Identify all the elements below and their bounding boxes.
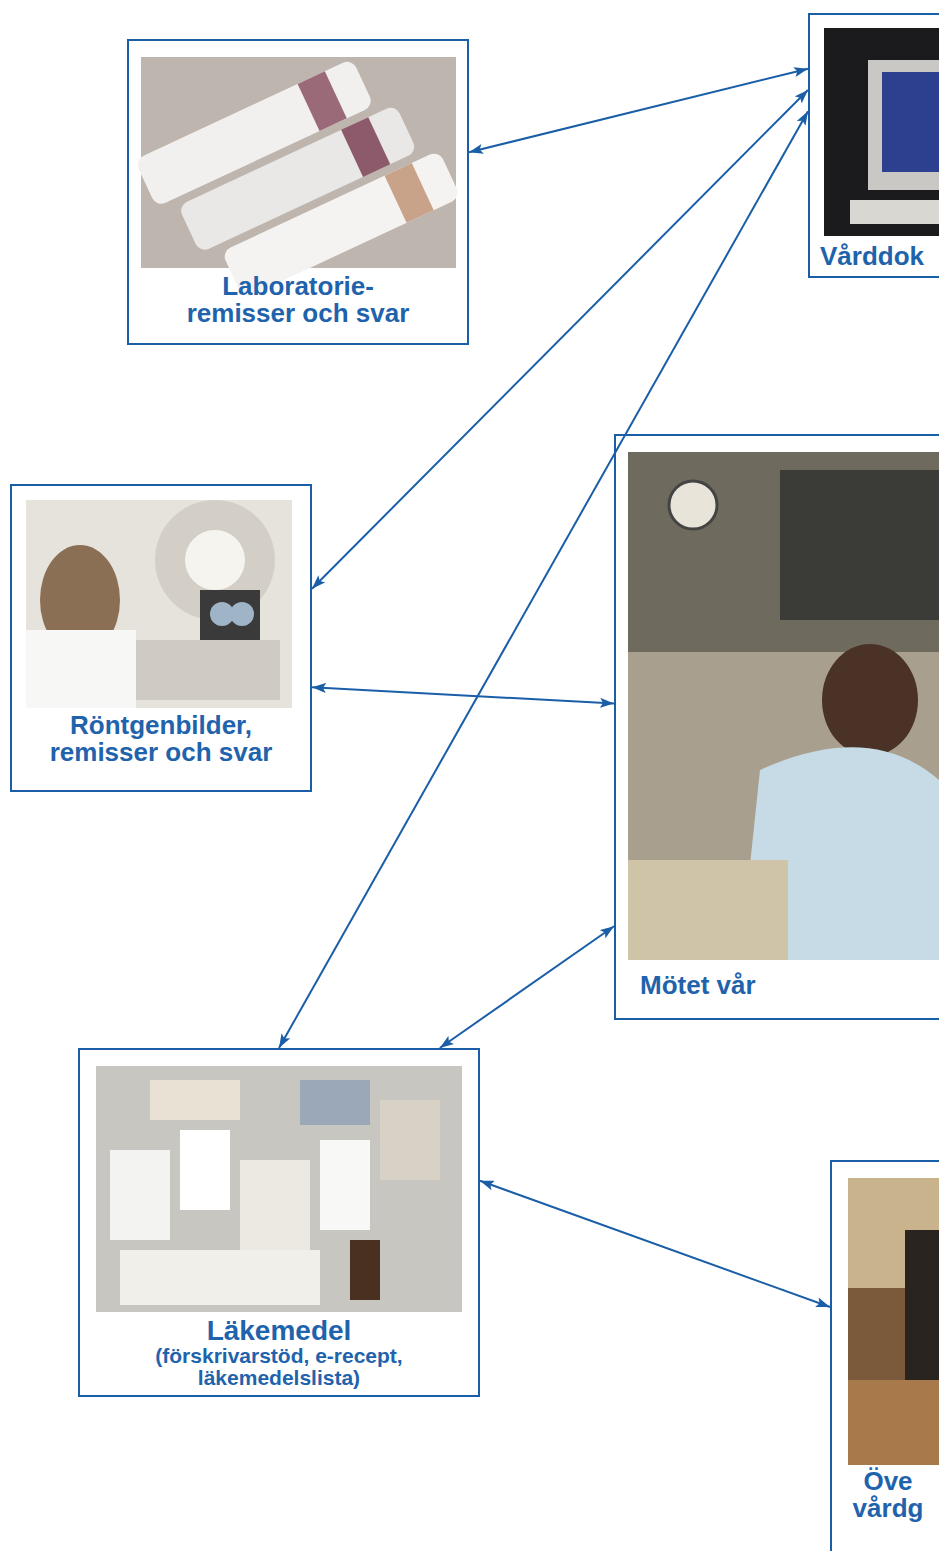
caption-area: Öve vårdg xyxy=(838,1468,938,1523)
double-arrow xyxy=(480,1181,830,1307)
box-caption: Röntgenbilder, remisser och svar xyxy=(26,712,296,767)
box-caption: Läkemedel xyxy=(104,1316,454,1345)
caption-area: Läkemedel(förskrivarstöd, e-recept, läke… xyxy=(80,1316,478,1389)
double-arrow xyxy=(440,926,614,1048)
caption-area: Mötet vår xyxy=(640,972,930,999)
photo-box: Vårddok xyxy=(808,13,939,278)
meeting-photo xyxy=(628,452,939,960)
medicines-photo xyxy=(96,1066,462,1312)
double-arrow xyxy=(312,687,614,703)
photo-box: Läkemedel(förskrivarstöd, e-recept, läke… xyxy=(78,1048,480,1397)
computer-photo xyxy=(824,28,939,236)
caption-area: Laboratorie- remisser och svar xyxy=(129,273,467,328)
box-caption: Vårddok xyxy=(820,243,939,270)
xray-photo xyxy=(26,500,292,708)
home-care-photo xyxy=(848,1178,939,1465)
photo-box: Laboratorie- remisser och svar xyxy=(127,39,469,345)
caption-area: Vårddok xyxy=(820,243,939,270)
box-subcaption: (förskrivarstöd, e-recept, läkemedelslis… xyxy=(104,1345,454,1389)
photo-box: Öve vårdg xyxy=(830,1160,939,1551)
box-caption: Laboratorie- remisser och svar xyxy=(173,273,423,328)
box-caption: Öve vårdg xyxy=(838,1468,938,1523)
double-arrow xyxy=(279,111,808,1048)
photo-box: Röntgenbilder, remisser och svar xyxy=(10,484,312,792)
photo-box: Mötet vår xyxy=(614,434,939,1020)
caption-area: Röntgenbilder, remisser och svar xyxy=(12,712,310,767)
box-caption: Mötet vår xyxy=(640,972,930,999)
double-arrow xyxy=(312,90,808,589)
